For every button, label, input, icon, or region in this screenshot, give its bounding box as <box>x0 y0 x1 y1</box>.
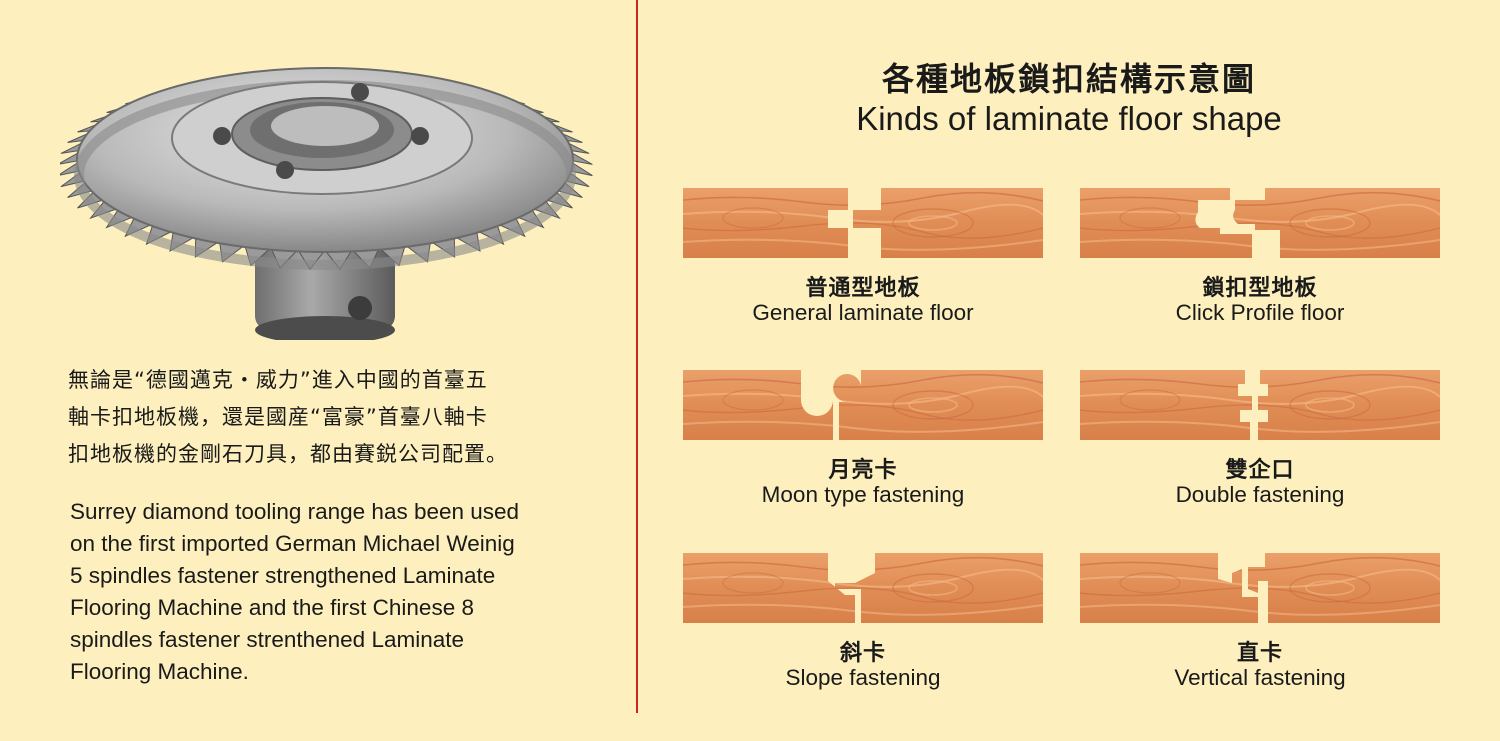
joint-diagram <box>1080 188 1440 258</box>
joint-click-profile: 鎖扣型地板 Click Profile floor <box>1080 188 1440 376</box>
joint-double: 雙企口 Double fastening <box>1080 370 1440 558</box>
joint-label-zh: 月亮卡 <box>828 458 898 483</box>
joint-general-laminate: 普通型地板 General laminate floor <box>683 188 1043 376</box>
joint-label-en: Click Profile floor <box>1175 300 1345 325</box>
red-divider <box>636 0 638 713</box>
joint-diagram <box>683 553 1043 623</box>
joint-diagram <box>683 188 1043 258</box>
joint-vertical: 直卡 Vertical fastening <box>1080 553 1440 741</box>
joint-label-zh: 鎖扣型地板 <box>1202 276 1318 301</box>
right-panel: 各種地板鎖扣結構示意圖 Kinds of laminate floor shap… <box>638 0 1500 713</box>
joint-label-zh: 斜卡 <box>839 641 886 666</box>
joint-label-en: Slope fastening <box>785 665 941 690</box>
joint-diagram <box>1080 553 1440 623</box>
english-description: Surrey diamond tooling range has been us… <box>70 499 520 684</box>
joint-diagram <box>1080 370 1440 440</box>
joint-label-en: Moon type fastening <box>761 482 965 507</box>
title-english: Kinds of laminate floor shape <box>856 100 1282 137</box>
left-panel: 無論是“德國邁克・威力”進入中國的首臺五 軸卡扣地板機，還是國産“富豪”首臺八軸… <box>0 0 636 713</box>
joint-label-zh: 雙企口 <box>1225 458 1295 483</box>
title-chinese: 各種地板鎖扣結構示意圖 <box>881 60 1256 98</box>
joint-label-en: Vertical fastening <box>1174 665 1346 690</box>
joint-label-en: General laminate floor <box>752 300 974 325</box>
joint-label-zh: 普通型地板 <box>805 276 921 301</box>
chinese-description: 無論是“德國邁克・威力”進入中國的首臺五 軸卡扣地板機，還是國産“富豪”首臺八軸… <box>68 368 508 466</box>
joint-label-en: Double fastening <box>1175 482 1345 507</box>
joint-diagram <box>683 370 1043 440</box>
joint-slope: 斜卡 Slope fastening <box>683 553 1043 741</box>
joint-label-zh: 直卡 <box>1236 641 1283 666</box>
cutter-wheel-image <box>60 67 593 340</box>
joint-moon-type: 月亮卡 Moon type fastening <box>683 370 1043 558</box>
